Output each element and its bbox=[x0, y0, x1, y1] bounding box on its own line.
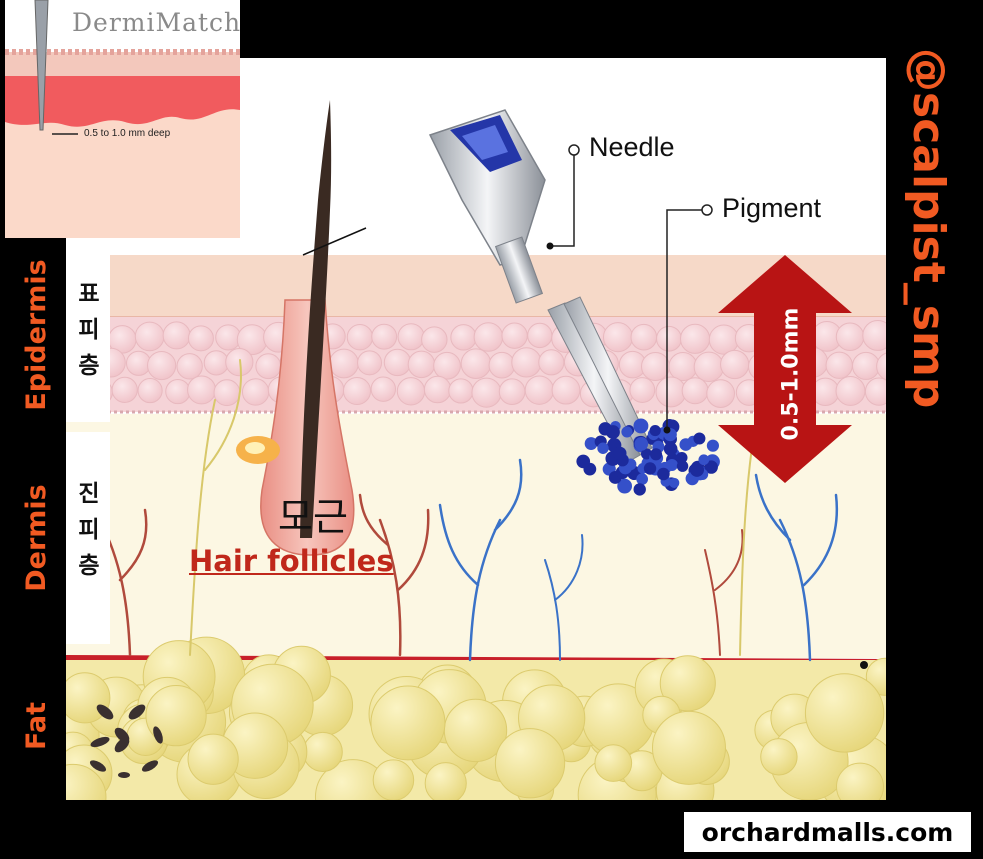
hair-follicle bbox=[236, 100, 367, 556]
needle-label: Needle bbox=[589, 132, 675, 162]
fat-label-box bbox=[8, 652, 66, 800]
fat-cell-nucleus-icon bbox=[89, 704, 163, 778]
pigment-particles bbox=[576, 418, 720, 496]
depth-inset bbox=[5, 0, 240, 238]
fat-label: Fat bbox=[21, 702, 52, 750]
depth-arrow bbox=[718, 255, 852, 483]
epidermis-label-box bbox=[8, 246, 66, 422]
dermis-korean-label: 진 피 층 bbox=[78, 481, 100, 579]
follicle-korean-label: 모근 bbox=[278, 495, 348, 539]
epidermis-korean-label: 표 피 층 bbox=[78, 281, 100, 379]
brand-logo: DermiMatch bbox=[72, 8, 242, 37]
watermark-handle: @scalpist_smp bbox=[903, 48, 954, 409]
watermark-site: orchardmalls.com bbox=[684, 812, 971, 852]
blood-vessels bbox=[84, 359, 839, 662]
fat-cells bbox=[66, 636, 886, 803]
epidermis-label: Epidermis bbox=[21, 259, 52, 411]
depth-label: 0.5-1.0mm bbox=[778, 307, 804, 441]
dermis-label: Dermis bbox=[21, 484, 52, 592]
dermis-label-box bbox=[8, 432, 66, 644]
dermis-layer bbox=[66, 414, 886, 658]
pigment-label: Pigment bbox=[722, 193, 822, 223]
inset-depth-note: 0.5 to 1.0 mm deep bbox=[84, 128, 171, 139]
hair-follicles-label: Hair follicles bbox=[189, 544, 394, 578]
epidermis-cells bbox=[66, 319, 886, 408]
callout-lines bbox=[550, 150, 705, 430]
